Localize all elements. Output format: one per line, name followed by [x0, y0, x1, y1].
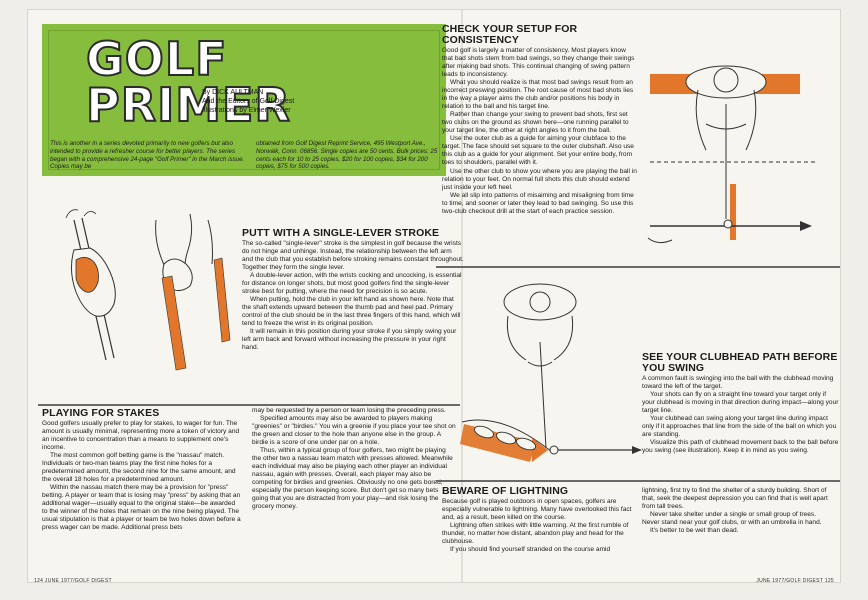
lightning-section: BEWARE OF LIGHTNING Because golf is play… [442, 485, 836, 554]
lightning-column-2: lightning, first try to find the shelter… [642, 487, 834, 554]
grip-left-hand [65, 209, 116, 361]
path-paragraph: Your clubhead can swing along your targe… [642, 415, 837, 439]
clubhead-path-illustration [460, 283, 642, 462]
golfer-head [529, 291, 551, 313]
target-arrow [800, 221, 812, 231]
title-frame [48, 30, 440, 170]
putt-section: PUTT WITH A SINGLE-LEVER STROKE The so-c… [242, 227, 464, 352]
stakes-heading: PLAYING FOR STAKES [42, 407, 160, 419]
stakes-paragraph: Thus, within a typical group of four gol… [252, 447, 453, 511]
setup-paragraph: Use the outer club as a guide for aiming… [442, 135, 634, 167]
path-arrow-head [532, 438, 548, 462]
setup-paragraph: We all slip into patterns of misaiming a… [442, 191, 634, 215]
setup-paragraph: Good golf is largely a matter of consist… [442, 47, 635, 79]
stakes-column-2: may be requested by a person or team los… [252, 407, 456, 532]
path-paragraph: Visualize this path of clubhead movement… [642, 439, 839, 455]
stakes-paragraph: Good golfers usually prefer to play for … [42, 420, 240, 452]
golf-ball [723, 219, 733, 229]
stakes-paragraph: may be requested by a person or team los… [252, 407, 446, 415]
stakes-paragraph: Specified amounts may also be awarded to… [252, 415, 456, 447]
putt-paragraph: A double-lever action, with the wrists c… [242, 272, 462, 296]
lightning-paragraph: Lightning often strikes with little warn… [442, 522, 629, 546]
putt-paragraph: The so-called "single-lever" stroke is t… [242, 240, 464, 272]
stakes-paragraph: Within the nassau match there may be a p… [42, 484, 241, 532]
left-folio: 124 JUNE 1977/GOLF DIGEST [34, 578, 112, 584]
stakes-column-1: Good golfers usually prefer to play for … [42, 420, 242, 532]
setup-heading: CHECK YOUR SETUP FOR CONSISTENCY [442, 23, 578, 47]
section-rule [436, 266, 840, 268]
page-title: GOLF PRIMER [85, 32, 291, 132]
page-gutter [461, 10, 463, 582]
clubhead-positions [473, 425, 537, 451]
golf-ball [549, 445, 559, 455]
section-rule [436, 480, 840, 482]
golfer-head [713, 67, 739, 93]
ball-position-club [730, 184, 736, 240]
byline-editors: And the Editors of Golf Digest [202, 97, 295, 105]
setup-illustration [647, 65, 816, 244]
setup-paragraph: Rather than change your swing to prevent… [442, 111, 629, 135]
putting-grip-illustration [65, 209, 231, 371]
path-paragraph: A common fault is swinging into the ball… [642, 375, 834, 391]
title-block: GOLF PRIMER By DICK AULTMAN And the Edit… [42, 24, 446, 176]
setup-paragraph: Use the other club to show you where you… [442, 167, 637, 191]
path-section: SEE YOUR CLUBHEAD PATH BEFORE YOU SWING … [642, 351, 840, 455]
intro-left: This is another in a series devoted prim… [50, 140, 245, 171]
target-arrow [632, 446, 642, 454]
lightning-paragraph: Never take shelter under a single or sma… [642, 511, 822, 527]
section-rule [38, 404, 460, 406]
grip-right-hands [155, 213, 231, 371]
lightning-column-1: Because golf is played outdoors in open … [442, 498, 632, 554]
lightning-paragraph: If you should find yourself stranded on … [450, 546, 611, 554]
setup-section: CHECK YOUR SETUP FOR CONSISTENCY Good go… [442, 23, 638, 216]
putt-paragraph: When putting, hold the club in your left… [242, 296, 461, 328]
byline-illustrator: Illustrations by Elmer Wexler [202, 106, 291, 114]
lightning-heading: BEWARE OF LIGHTNING [442, 485, 569, 497]
path-paragraph: Your shots can fly on a straight line to… [642, 391, 839, 415]
byline: By DICK AULTMAN And the Editors of Golf … [202, 89, 294, 115]
intro-right: obtained from Golf Digest Reprint Servic… [256, 140, 438, 171]
path-heading: SEE YOUR CLUBHEAD PATH BEFORE YOU SWING [642, 351, 838, 375]
putt-heading: PUTT WITH A SINGLE-LEVER STROKE [242, 227, 440, 239]
byline-author: By DICK AULTMAN [202, 89, 264, 96]
putt-paragraph: It will remain in this position during y… [242, 328, 457, 352]
magazine-spread: GOLF PRIMER By DICK AULTMAN And the Edit… [28, 10, 840, 584]
lightning-paragraph: Because golf is played outdoors in open … [442, 498, 632, 522]
lightning-paragraph: lightning, first try to find the shelter… [642, 487, 828, 511]
stakes-paragraph: The most common golf betting game is the… [42, 452, 236, 484]
setup-paragraph: What you should realize is that most bad… [442, 79, 634, 111]
stakes-section: PLAYING FOR STAKES Good golfers usually … [42, 407, 456, 532]
lightning-paragraph: It's better to be wet than dead. [650, 527, 739, 535]
right-folio: JUNE 1977/GOLF DIGEST 125 [756, 578, 834, 584]
